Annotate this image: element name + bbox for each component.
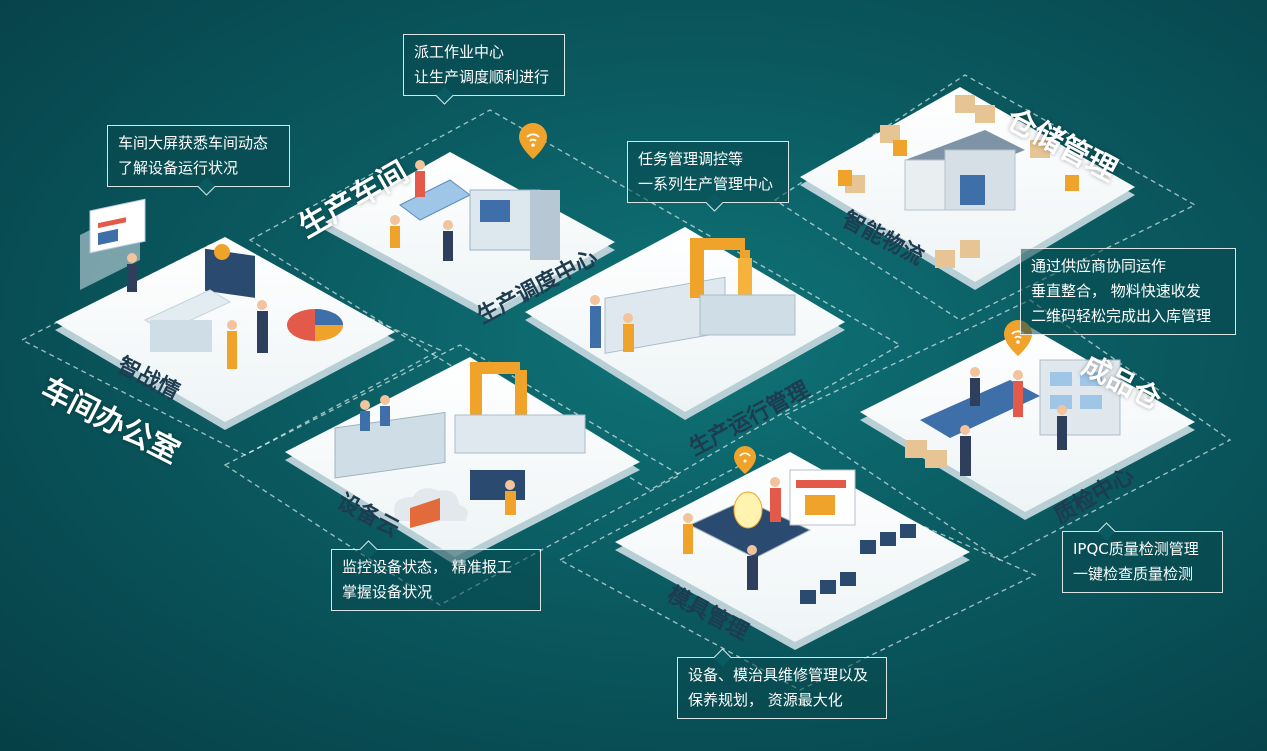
callout-ipqc-line2: 一键检查质量检测 bbox=[1073, 565, 1194, 583]
callout-supplier-line1: 通过供应商协同运作 bbox=[1031, 257, 1167, 275]
callout-supplier: 通过供应商协同运作 垂直整合， 物料快速收发 二维码轻松完成出入库管理 bbox=[1020, 248, 1236, 335]
callout-ipqc: IPQC质量检测管理 一键检查质量检测 bbox=[1062, 522, 1223, 593]
callout-ipqc-line1: IPQC质量检测管理 bbox=[1073, 540, 1199, 558]
zone-outline-mold bbox=[558, 454, 1037, 691]
callout-dispatch-line1: 派工作业中心 bbox=[414, 43, 505, 61]
callout-monitor-line2: 掌握设备状况 bbox=[342, 583, 433, 601]
zone-outline-finished bbox=[783, 299, 1232, 561]
platform-quality-center bbox=[860, 327, 1195, 520]
callout-task-management: 任务管理调控等 一系列生产管理中心 bbox=[627, 141, 789, 212]
callout-dispatch-line2: 让生产调度顺利进行 bbox=[414, 68, 550, 86]
wifi-pin-icon bbox=[734, 446, 756, 474]
platform-production-operation bbox=[525, 227, 845, 420]
platform-smart-logistics bbox=[800, 87, 1135, 290]
callout-supplier-line2: 垂直整合， 物料快速收发 bbox=[1031, 282, 1201, 300]
callout-mold-line1: 设备、模治具维修管理以及 bbox=[688, 666, 869, 684]
callout-task-line2: 一系列生产管理中心 bbox=[638, 175, 774, 193]
callout-monitor-line1: 监控设备状态， 精准报工 bbox=[342, 558, 512, 576]
zone-outline-office bbox=[20, 244, 442, 456]
platform-mold-management bbox=[615, 452, 970, 650]
callout-mold-line2: 保养规划， 资源最大化 bbox=[688, 691, 843, 709]
platform-smart-war-room bbox=[55, 198, 395, 430]
callout-supplier-line3: 二维码轻松完成出入库管理 bbox=[1031, 307, 1212, 325]
callout-dispatch: 派工作业中心 让生产调度顺利进行 bbox=[403, 34, 565, 105]
callout-big-screen: 车间大屏获悉车间动态 了解设备运行状况 bbox=[107, 125, 290, 196]
callout-task-line1: 任务管理调控等 bbox=[638, 150, 744, 168]
callout-big-screen-line1: 车间大屏获悉车间动态 bbox=[118, 134, 269, 152]
wifi-pin-icon bbox=[519, 123, 547, 159]
callout-mold: 设备、模治具维修管理以及 保养规划， 资源最大化 bbox=[677, 648, 887, 719]
platform-production-dispatch bbox=[325, 152, 615, 320]
callout-big-screen-line2: 了解设备运行状况 bbox=[118, 159, 239, 177]
platform-equipment-cloud bbox=[285, 357, 640, 565]
callout-monitor: 监控设备状态， 精准报工 掌握设备状况 bbox=[331, 540, 541, 611]
